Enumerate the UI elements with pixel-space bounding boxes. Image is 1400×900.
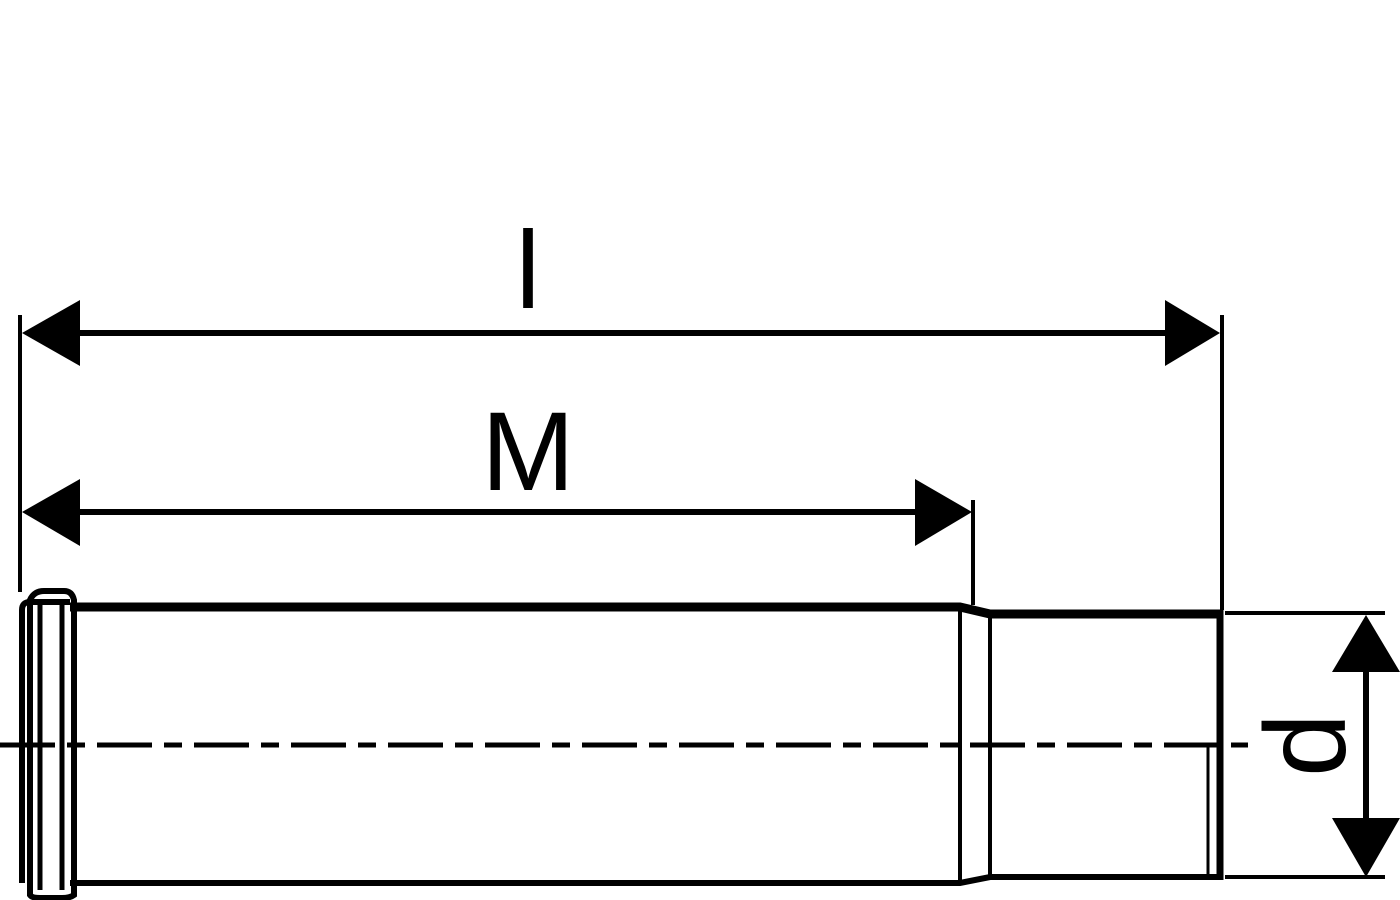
label-m: M [481, 389, 574, 514]
pipe-top-edge [70, 602, 1222, 619]
arrowhead-left-m [22, 479, 80, 546]
pipe-bottom-edge [70, 874, 1222, 886]
arrowhead-left-l [22, 300, 80, 366]
label-d: d [1242, 713, 1370, 777]
dimension-d: d [1242, 615, 1400, 877]
seal-ring [27, 588, 77, 900]
pipe-body [70, 602, 1224, 886]
dimension-l: l [22, 209, 1220, 366]
arrowhead-top-d [1332, 615, 1400, 672]
arrowhead-right-l [1165, 300, 1220, 366]
dimension-m: M [22, 389, 972, 546]
arrowhead-bottom-d [1332, 818, 1400, 877]
extension-lines [18, 315, 1385, 879]
label-l: l [516, 209, 540, 332]
arrowhead-right-m [915, 479, 972, 546]
